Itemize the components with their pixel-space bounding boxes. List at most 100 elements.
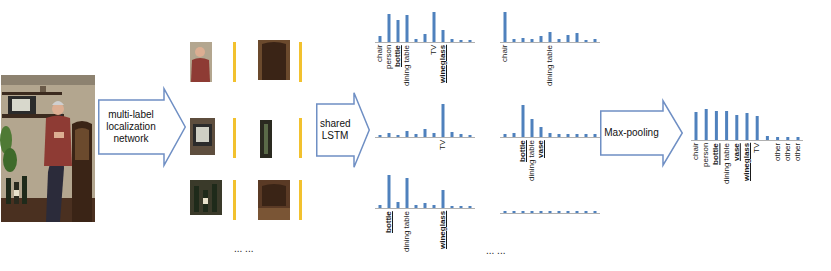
block-arrow: Max-pooling: [600, 100, 683, 166]
score-bar: [451, 39, 454, 42]
score-bar: [594, 211, 597, 213]
score-bar: [558, 211, 561, 213]
crop-person-head: [195, 47, 205, 57]
crop-chair-back: [262, 42, 286, 80]
arrow-label: multi-label localization network: [102, 109, 160, 145]
score-bar: [469, 135, 472, 137]
score-bar: [567, 211, 570, 213]
class-label: chair: [376, 45, 384, 62]
score-bar: [786, 137, 789, 140]
photo-wall: [1, 75, 95, 222]
photo-chair: [72, 121, 92, 222]
class-label: wineglass: [439, 45, 447, 83]
crop-bottle: [212, 184, 217, 212]
class-label: other: [794, 143, 802, 161]
score-bar: [585, 40, 588, 42]
score-bar: [576, 211, 579, 213]
score-bar: [388, 14, 391, 42]
feature-bar: [299, 180, 302, 220]
arrow-label: shared LSTM: [320, 118, 350, 142]
score-bar: [522, 38, 525, 42]
photo-ornament: [40, 86, 46, 92]
arrow-shape: [601, 101, 683, 166]
chart-baseline: [691, 140, 803, 141]
bar-chart: [500, 211, 600, 214]
chart-baseline: [375, 42, 475, 43]
score-bar: [504, 211, 507, 213]
arrow-shape: [317, 93, 370, 168]
crop-table: [258, 180, 290, 220]
class-label: bottle: [394, 45, 402, 67]
score-bar: [549, 32, 552, 42]
feature-bar: [299, 118, 302, 158]
score-bar: [797, 137, 800, 140]
score-bar: [388, 133, 391, 137]
chart-baseline: [375, 208, 475, 209]
score-bar: [594, 39, 597, 42]
feature-bar: [233, 180, 236, 220]
class-label: dining table: [403, 211, 411, 252]
score-bar: [504, 134, 507, 137]
score-bar: [406, 131, 409, 137]
score-bar: [715, 111, 718, 140]
score-bar: [469, 40, 472, 42]
score-bar: [415, 205, 418, 208]
score-bar: [725, 111, 728, 140]
score-bar: [549, 211, 552, 213]
score-bar: [594, 134, 597, 137]
score-bar: [585, 134, 588, 137]
photo-tv-screen: [12, 99, 30, 111]
score-bar: [576, 134, 579, 137]
score-bar: [469, 206, 472, 208]
photo-person-hair: [52, 101, 64, 105]
photo-person-hands: [54, 132, 64, 138]
crop-tv-screen: [196, 127, 209, 142]
crop-tv-body: [193, 124, 212, 146]
score-bar: [540, 211, 543, 213]
crop-tabletop: [258, 208, 290, 220]
block-arrow: shared LSTM: [316, 92, 370, 168]
score-bar: [522, 211, 525, 213]
score-bar: [540, 127, 543, 137]
ellipsis-label: ... ...: [234, 244, 253, 254]
score-bar: [451, 206, 454, 208]
score-bar: [406, 15, 409, 42]
class-label: bottle: [519, 140, 527, 162]
crop-chair: [262, 184, 286, 206]
photo-bottle-label: [14, 190, 19, 196]
score-bar: [433, 12, 436, 42]
photo-bottle: [6, 178, 11, 204]
arrow-textbox: shared LSTM: [316, 104, 354, 156]
score-bar: [397, 20, 400, 42]
score-bar: [513, 39, 516, 42]
score-bar: [549, 133, 552, 137]
score-bar: [433, 205, 436, 208]
crop-person-shirt: [191, 58, 210, 82]
score-bar: [576, 33, 579, 42]
class-label: other: [784, 143, 792, 161]
photo-person-shirt: [44, 116, 72, 167]
bar-chart: [500, 12, 600, 43]
chart-baseline: [500, 42, 600, 43]
score-bar: [756, 116, 759, 140]
arrow-textbox: multi-label localization network: [98, 100, 164, 154]
score-bar: [746, 113, 749, 140]
crop-bottle: [203, 190, 208, 212]
class-label: dining table: [403, 45, 411, 86]
photo-plant: [3, 148, 17, 172]
input-photo: [0, 75, 95, 222]
bar-chart: [375, 104, 475, 138]
crop-chair: [258, 40, 290, 80]
class-label: TV: [430, 45, 438, 55]
chart-baseline: [375, 137, 475, 138]
score-bar: [379, 205, 382, 208]
ellipsis-label: ... ...: [486, 246, 505, 256]
score-bar: [776, 137, 779, 140]
class-label: person: [702, 143, 710, 167]
class-label: vase: [733, 143, 741, 161]
score-bar: [415, 134, 418, 137]
score-bar: [460, 40, 463, 42]
class-label: bottle: [385, 211, 393, 233]
score-bar: [504, 12, 507, 42]
class-label: dining table: [528, 140, 536, 181]
